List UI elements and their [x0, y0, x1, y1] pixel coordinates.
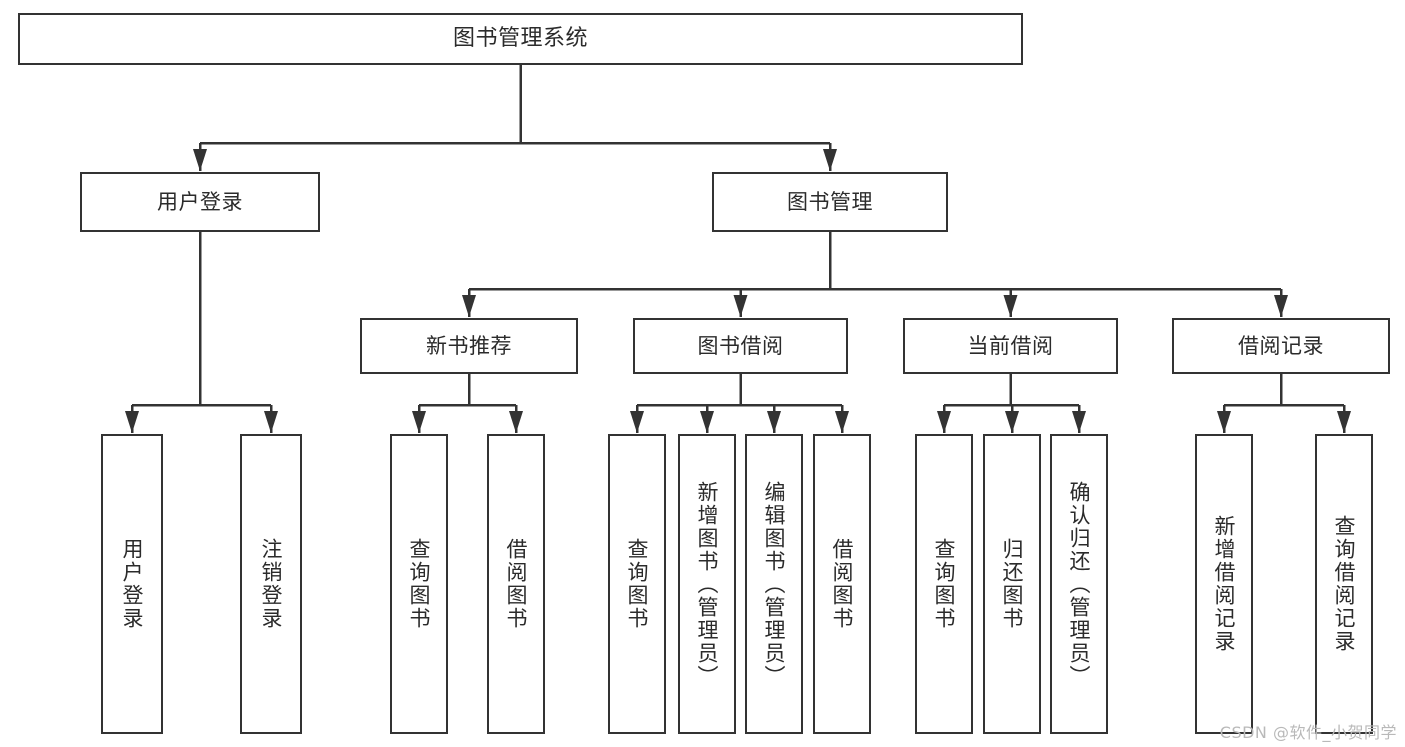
node-login[interactable]: 用户登录 — [80, 172, 320, 232]
node-l13[interactable]: 查询借阅记录 — [1315, 434, 1373, 734]
node-root[interactable]: 图书管理系统 — [18, 13, 1023, 65]
node-l7[interactable]: 编辑图书（管理员） — [745, 434, 803, 734]
node-label: 用户登录 — [120, 538, 145, 630]
node-records[interactable]: 借阅记录 — [1172, 318, 1390, 374]
node-bookmgmt[interactable]: 图书管理 — [712, 172, 948, 232]
node-l2[interactable]: 注销登录 — [240, 434, 302, 734]
node-label: 图书借阅 — [697, 333, 784, 358]
node-label: 图书管理 — [787, 189, 873, 214]
node-label: 新书推荐 — [426, 333, 512, 358]
node-label: 查询图书 — [932, 538, 957, 630]
node-label: 借阅图书 — [504, 538, 529, 630]
node-label: 新增图书（管理员） — [695, 480, 720, 688]
node-label: 确认归还（管理员） — [1067, 480, 1092, 688]
node-label: 归还图书 — [1000, 538, 1025, 630]
node-l1[interactable]: 用户登录 — [101, 434, 163, 734]
node-label: 编辑图书（管理员） — [762, 480, 787, 688]
node-label: 查询图书 — [625, 538, 650, 630]
csdn-watermark: CSDN @软件_小贺同学 — [1219, 723, 1397, 742]
node-label: 图书管理系统 — [452, 26, 588, 52]
node-l10[interactable]: 归还图书 — [983, 434, 1041, 734]
node-l4[interactable]: 借阅图书 — [487, 434, 545, 734]
node-label: 借阅图书 — [830, 538, 855, 630]
node-label: 用户登录 — [157, 189, 243, 214]
node-current[interactable]: 当前借阅 — [903, 318, 1118, 374]
node-l3[interactable]: 查询图书 — [390, 434, 448, 734]
node-label: 查询借阅记录 — [1332, 515, 1357, 653]
node-l6[interactable]: 新增图书（管理员） — [678, 434, 736, 734]
node-label: 当前借阅 — [967, 333, 1054, 358]
node-l8[interactable]: 借阅图书 — [813, 434, 871, 734]
node-label: 借阅记录 — [1238, 333, 1324, 358]
node-newbook[interactable]: 新书推荐 — [360, 318, 578, 374]
node-l5[interactable]: 查询图书 — [608, 434, 666, 734]
node-l11[interactable]: 确认归还（管理员） — [1050, 434, 1108, 734]
node-borrow[interactable]: 图书借阅 — [633, 318, 848, 374]
node-label: 查询图书 — [407, 538, 432, 630]
node-label: 注销登录 — [259, 538, 284, 630]
node-l9[interactable]: 查询图书 — [915, 434, 973, 734]
node-l12[interactable]: 新增借阅记录 — [1195, 434, 1253, 734]
node-label: 新增借阅记录 — [1212, 515, 1237, 653]
